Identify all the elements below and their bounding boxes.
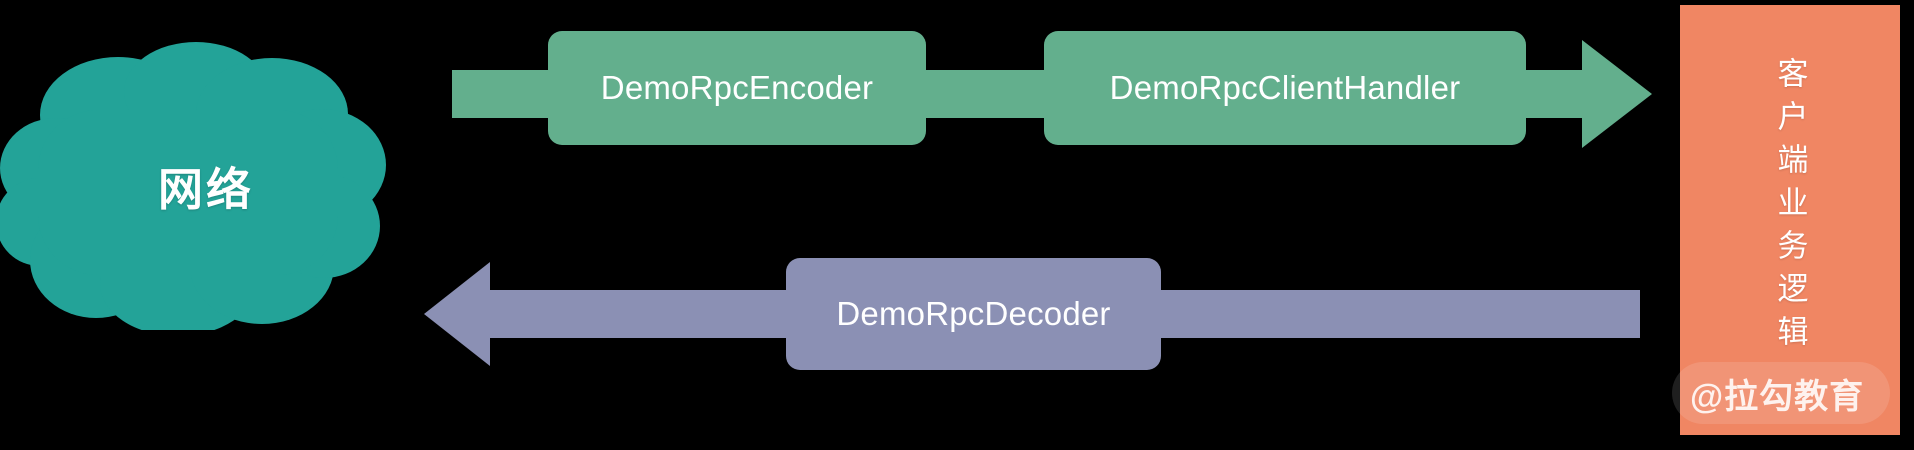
- client-business-logic-panel[interactable]: 客户端业务逻辑: [1680, 5, 1900, 435]
- pipeline-box-label: DemoRpcEncoder: [600, 69, 874, 106]
- cloud-icon: [0, 42, 386, 330]
- pipeline-box-label: DemoRpcDecoder: [836, 295, 1111, 332]
- pipeline-box-label: DemoRpcClientHandler: [1109, 69, 1461, 106]
- pipeline-box-demorpcclienthandler[interactable]: DemoRpcClientHandler: [1044, 31, 1526, 145]
- network-cloud-label: 网络: [157, 163, 254, 215]
- pipeline-box-demorpcdecoder[interactable]: DemoRpcDecoder: [786, 258, 1161, 370]
- pipeline-box-demorpcencoder[interactable]: DemoRpcEncoder: [548, 31, 926, 145]
- client-business-logic-label: 客户端业务逻辑: [1772, 57, 1808, 358]
- watermark: @拉勾教育: [1672, 362, 1891, 424]
- network-cloud-node[interactable]: 网络: [0, 40, 390, 330]
